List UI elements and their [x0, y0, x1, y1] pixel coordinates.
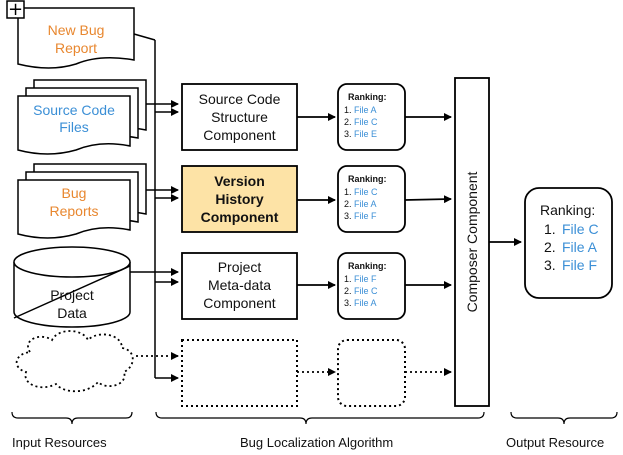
project-metadata-label-line2: Meta-data — [208, 277, 271, 293]
ranking-box-project-metadata: Ranking: 1.File F 2.File C 3.File A — [337, 252, 406, 320]
bug-reports-label-line1: Bug — [62, 185, 87, 201]
input-connectors — [130, 33, 179, 382]
output-ranking-file: File C — [562, 221, 599, 237]
svg-text:2.: 2. — [344, 199, 352, 209]
source-code-structure-component: Source Code Structure Component — [181, 83, 298, 151]
composer-component: Composer Component — [454, 77, 490, 407]
composer-label: Composer Component — [464, 171, 480, 312]
input-resources-label: Input Resources — [12, 435, 107, 450]
project-metadata-component: Project Meta-data Component — [181, 252, 298, 320]
new-bug-report-label-line1: New Bug — [48, 22, 105, 38]
source-code-structure-label-line1: Source Code — [199, 91, 281, 107]
section-braces — [11, 411, 618, 425]
project-data-label-line1: Project — [50, 287, 94, 303]
ranking-file: File F — [354, 211, 377, 221]
source-code-files-document-stack: Source Code Files — [17, 79, 147, 155]
svg-text:1.: 1. — [344, 105, 352, 115]
ranking-title: Ranking: — [348, 174, 387, 184]
version-history-label-line2: History — [215, 191, 263, 207]
new-bug-report-document: New Bug Report — [17, 7, 135, 69]
source-code-structure-label-line2: Structure — [211, 109, 268, 125]
svg-text:3.: 3. — [344, 298, 352, 308]
plus-icon: + — [6, 0, 25, 20]
project-metadata-label-line3: Component — [203, 295, 275, 311]
output-ranking-title: Ranking: — [540, 202, 595, 218]
bug-reports-document-stack: Bug Reports — [17, 163, 147, 239]
ranking-to-composer-arrows — [404, 113, 452, 289]
svg-text:2.: 2. — [544, 239, 556, 255]
ranking-file: File A — [354, 199, 377, 209]
future-input-cloud-icon — [15, 330, 134, 393]
future-ranking-placeholder — [337, 339, 406, 407]
ranking-box-source-code: Ranking: 1.File A 2.File C 3.File E — [337, 83, 406, 151]
project-data-label-line2: Data — [57, 305, 87, 321]
ranking-title: Ranking: — [348, 261, 387, 271]
ranking-file: File A — [354, 298, 377, 308]
source-code-files-label-line2: Files — [59, 119, 89, 135]
ranking-file: File C — [354, 117, 378, 127]
project-metadata-label-line1: Project — [218, 259, 262, 275]
svg-text:1.: 1. — [544, 221, 556, 237]
bug-reports-label-line2: Reports — [49, 203, 98, 219]
ranking-file: File F — [354, 274, 377, 284]
svg-text:1.: 1. — [344, 274, 352, 284]
component-to-ranking-arrows — [297, 113, 336, 289]
ranking-file: File E — [354, 129, 377, 139]
svg-text:3.: 3. — [544, 257, 556, 273]
project-data-database-icon: Project Data — [13, 246, 131, 328]
future-component-placeholder — [181, 339, 298, 407]
source-code-structure-label-line3: Component — [203, 127, 275, 143]
ranking-title: Ranking: — [348, 92, 387, 102]
svg-text:+: + — [8, 0, 23, 20]
bug-localization-algorithm-label: Bug Localization Algorithm — [240, 435, 393, 450]
new-bug-report-label-line2: Report — [55, 40, 97, 56]
svg-text:2.: 2. — [344, 286, 352, 296]
ranking-file: File C — [354, 187, 378, 197]
svg-text:3.: 3. — [344, 211, 352, 221]
output-resource-label: Output Resource — [506, 435, 604, 450]
svg-text:3.: 3. — [344, 129, 352, 139]
source-code-files-label-line1: Source Code — [33, 102, 115, 118]
version-history-label-line1: Version — [214, 173, 265, 189]
svg-text:1.: 1. — [344, 187, 352, 197]
ranking-file: File A — [354, 105, 377, 115]
output-ranking-box: Ranking: 1. File C 2. File A 3. File F — [524, 187, 613, 299]
output-ranking-file: File F — [562, 257, 597, 273]
version-history-component: Version History Component — [181, 165, 298, 233]
ranking-file: File C — [354, 286, 378, 296]
output-ranking-file: File A — [562, 239, 598, 255]
version-history-label-line3: Component — [201, 209, 279, 225]
svg-text:2.: 2. — [344, 117, 352, 127]
ranking-box-version-history: Ranking: 1.File C 2.File A 3.File F — [337, 165, 406, 233]
